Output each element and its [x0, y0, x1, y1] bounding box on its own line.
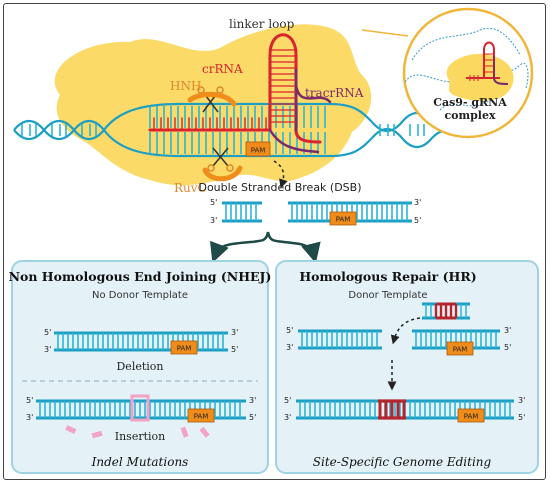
- ruvc-scissors-icon: [207, 147, 234, 172]
- nhej-subtitle: No Donor Template: [92, 290, 188, 301]
- cas9-grna-inset: [402, 7, 534, 139]
- pam-label-deletion: PAM: [177, 345, 192, 353]
- nhej-del-3r: 3': [231, 328, 238, 337]
- dsb-left-fragment: [222, 201, 262, 223]
- inset-title-line2: complex: [444, 109, 496, 122]
- insertion-segment: [130, 394, 150, 422]
- ruvc-label: RuvC: [174, 181, 207, 195]
- nhej-del-5r: 5': [231, 345, 238, 354]
- nhej-insertion-dna: [36, 399, 246, 420]
- nhej-ins-3: 3': [26, 413, 33, 422]
- grna: [148, 33, 332, 154]
- pam-box-dsb: [329, 211, 357, 226]
- insertion-label: Insertion: [115, 430, 166, 443]
- pam-label-dsb: PAM: [336, 216, 351, 224]
- branch-arrow-left: [210, 231, 270, 264]
- nhej-ins-5: 5': [26, 396, 33, 405]
- hr-repaired-dna: [296, 399, 514, 420]
- nhej-title: Non Homologous End Joining (NHEJ): [9, 269, 272, 284]
- linker-loop-label: linker loop: [229, 17, 295, 31]
- pam-box-insertion: [187, 408, 215, 423]
- dsb-right-3: 3': [414, 198, 421, 207]
- cleavage-arrow: [273, 160, 288, 189]
- dsb-left-3: 3': [210, 216, 217, 225]
- crrna-label: crRNA: [202, 62, 243, 76]
- nhej-ins-3r: 3': [249, 396, 256, 405]
- hr-f-3r: 3': [518, 396, 525, 405]
- hnh-domain: [187, 92, 237, 107]
- nhej-footer: Indel Mutations: [91, 455, 189, 469]
- donor-arrow: [390, 317, 421, 345]
- dsb-label: Double Stranded Break (DSB): [198, 181, 361, 194]
- pam-box-top: [245, 141, 271, 157]
- hr-l-5: 5': [286, 326, 293, 335]
- deletion-label: Deletion: [116, 360, 163, 373]
- tracrrna-label: tracrRNA: [305, 86, 364, 100]
- ruvc-domain: [202, 165, 243, 182]
- nhej-ins-5r: 5': [249, 413, 256, 422]
- hr-left-fragment: [298, 329, 382, 350]
- pam-box-hr-final: [457, 408, 485, 423]
- inset-title-line1: Cas9- gRNA: [433, 96, 507, 109]
- pam-box-deletion: [170, 340, 198, 355]
- hr-f-5: 5': [284, 396, 291, 405]
- dsb-right-5: 5': [414, 216, 421, 225]
- dsb-left-5: 5': [210, 198, 217, 207]
- inset-connector: [361, 29, 409, 37]
- hr-l-3: 3': [286, 343, 293, 352]
- donor-template-dna: [422, 302, 470, 320]
- pam-label-hr-final: PAM: [464, 413, 479, 421]
- pam-label-hr-cut: PAM: [453, 346, 468, 354]
- pam-label-top: PAM: [251, 147, 266, 155]
- hr-f-5r: 5': [518, 413, 525, 422]
- hr-title: Homologous Repair (HR): [299, 269, 476, 284]
- hr-f-3: 3': [284, 413, 291, 422]
- branch-arrow-right: [266, 231, 321, 264]
- hr-subtitle: Donor Template: [348, 290, 427, 301]
- nhej-del-5: 5': [44, 328, 51, 337]
- hr-footer: Site-Specific Genome Editing: [313, 455, 492, 469]
- nucleotide-fragments: [65, 425, 210, 439]
- hnh-label: HNH: [170, 79, 201, 93]
- nhej-del-3: 3': [44, 345, 51, 354]
- pam-label-insertion: PAM: [194, 413, 209, 421]
- pam-box-hr-cut: [446, 341, 474, 356]
- hr-r-5: 5': [504, 343, 511, 352]
- hr-r-3: 3': [504, 326, 511, 335]
